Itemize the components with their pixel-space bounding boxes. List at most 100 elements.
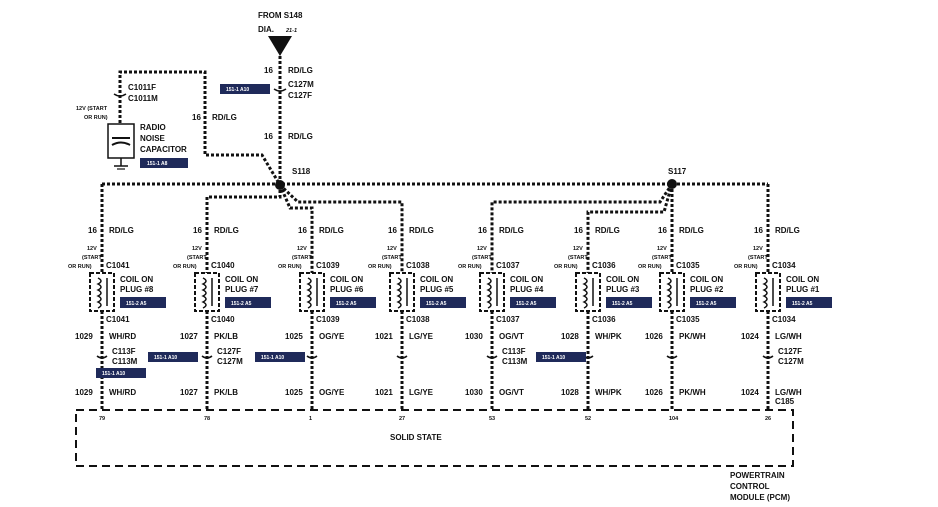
coil-box xyxy=(389,272,415,312)
coil-connector: C1034 xyxy=(772,261,796,270)
coil-name: PLUG #2 xyxy=(690,285,724,294)
coil-name: PLUG #7 xyxy=(225,285,259,294)
coil-ref-tag-text: 151-2 A5 xyxy=(126,301,147,307)
coil-name: PLUG #5 xyxy=(420,285,454,294)
coil-feed-color: RD/LG xyxy=(499,226,524,235)
inline-connector-bottom: C127M xyxy=(217,357,243,366)
coil-connector: C1040 xyxy=(211,261,235,270)
coil-feed-gauge: 16 xyxy=(193,226,202,235)
source-letter: A xyxy=(277,40,282,47)
circuit-number: 1029 xyxy=(75,332,93,341)
inline-connector-icon xyxy=(486,355,498,359)
wire-color: LG/YE xyxy=(409,332,434,341)
coil-connector-low: C1034 xyxy=(772,315,796,324)
inline-connector-bottom: C113M xyxy=(112,357,138,366)
coil-name: COIL ON xyxy=(420,275,453,284)
coil-name: COIL ON xyxy=(330,275,363,284)
drop-3 xyxy=(586,183,674,273)
coil-icon xyxy=(306,277,312,309)
wire-color-lower: LG/WH xyxy=(775,388,802,397)
coil-connector-low: C1035 xyxy=(676,315,700,324)
coil-note: OR RUN) xyxy=(458,264,482,270)
coil-name: COIL ON xyxy=(786,275,819,284)
coil-name: COIL ON xyxy=(510,275,543,284)
coil-name: PLUG #1 xyxy=(786,285,820,294)
cap-ref-tag-text: 151-1 A8 xyxy=(147,161,168,167)
coil-icon xyxy=(396,277,402,309)
inline-connector-bottom: C113M xyxy=(502,357,528,366)
pcm-inner-label: SOLID STATE xyxy=(390,433,442,442)
coil-ref-tag xyxy=(510,297,556,308)
coil-feed-color: RD/LG xyxy=(409,226,434,235)
wire-color: OG/VT xyxy=(499,332,524,341)
cap-name-2: NOISE xyxy=(140,134,166,143)
circuit-number-lower: 1028 xyxy=(561,388,579,397)
coil-ref-tag-text: 151-2 A5 xyxy=(792,301,813,307)
inline-connector-icon xyxy=(201,355,213,359)
coil-icon xyxy=(96,277,102,309)
coil-feed-color: RD/LG xyxy=(775,226,800,235)
coil-connector: C1039 xyxy=(316,261,340,270)
coil-feed-color: RD/LG xyxy=(319,226,344,235)
connector-symbol xyxy=(273,88,287,92)
coil-note: OR RUN) xyxy=(173,264,197,270)
circuit-number: 1021 xyxy=(375,332,393,341)
coil-name: PLUG #4 xyxy=(510,285,544,294)
coil-feed-color: RD/LG xyxy=(214,226,239,235)
feed-gauge-2: 16 xyxy=(264,132,273,141)
wire-color-lower: PK/WH xyxy=(679,388,706,397)
pcm-box xyxy=(75,409,794,467)
inline-ref-tag-text: 151-1 A10 xyxy=(154,355,177,361)
feed-color-2: RD/LG xyxy=(288,132,313,141)
pcm-connector: C185 xyxy=(775,397,795,406)
wire-color-lower: OG/VT xyxy=(499,388,524,397)
ref-tag xyxy=(220,84,270,94)
coil-feed-gauge: 16 xyxy=(88,226,97,235)
coil-note: OR RUN) xyxy=(638,264,662,270)
wire-color: PK/LB xyxy=(214,332,238,341)
drop-5 xyxy=(278,183,404,273)
coil-icon xyxy=(201,277,207,309)
inline-ref-tag xyxy=(255,352,305,362)
wire-color-lower: LG/YE xyxy=(409,388,434,397)
extra-ref-tag xyxy=(96,368,146,378)
extra-ref-tag-text: 151-1 A10 xyxy=(102,371,125,377)
cap-ref-tag xyxy=(140,158,188,168)
coil-icon xyxy=(582,277,588,309)
coil-ref-tag xyxy=(420,297,466,308)
coil-connector: C1037 xyxy=(496,261,520,270)
coil-note: (START xyxy=(382,255,402,261)
coil-ref-tag xyxy=(225,297,271,308)
coil-note: OR RUN) xyxy=(278,264,302,270)
inline-connector-icon xyxy=(396,355,408,359)
coil-connector-low: C1037 xyxy=(496,315,520,324)
coil-note: 12V xyxy=(753,246,763,252)
splice-s118-icon xyxy=(275,180,285,190)
coil-connector-low: C1038 xyxy=(406,315,430,324)
pcm-name-1: POWERTRAIN xyxy=(730,471,785,480)
cap-name-1: RADIO xyxy=(140,123,166,132)
cap-conn-f: C1011F xyxy=(128,83,156,92)
radio-noise-capacitor: C1011F C1011M 12V (START OR RUN) RADIO N… xyxy=(76,70,282,186)
coil-note: 12V xyxy=(387,246,397,252)
coil-name: PLUG #3 xyxy=(606,285,640,294)
circuit-number-lower: 1026 xyxy=(645,388,663,397)
inline-ref-tag-text: 151-1 A10 xyxy=(542,355,565,361)
coil-box xyxy=(659,272,685,312)
circuit-number-lower: 1024 xyxy=(741,388,759,397)
feed-connector-top: C127M xyxy=(288,80,314,89)
coil-note: OR RUN) xyxy=(368,264,392,270)
coil-ref-tag xyxy=(690,297,736,308)
coil-note: (START xyxy=(652,255,672,261)
coil-connector: C1041 xyxy=(106,261,130,270)
pcm-pin: 26 xyxy=(765,416,771,422)
pcm-name-2: CONTROL xyxy=(730,482,770,491)
drop-7 xyxy=(205,185,282,273)
